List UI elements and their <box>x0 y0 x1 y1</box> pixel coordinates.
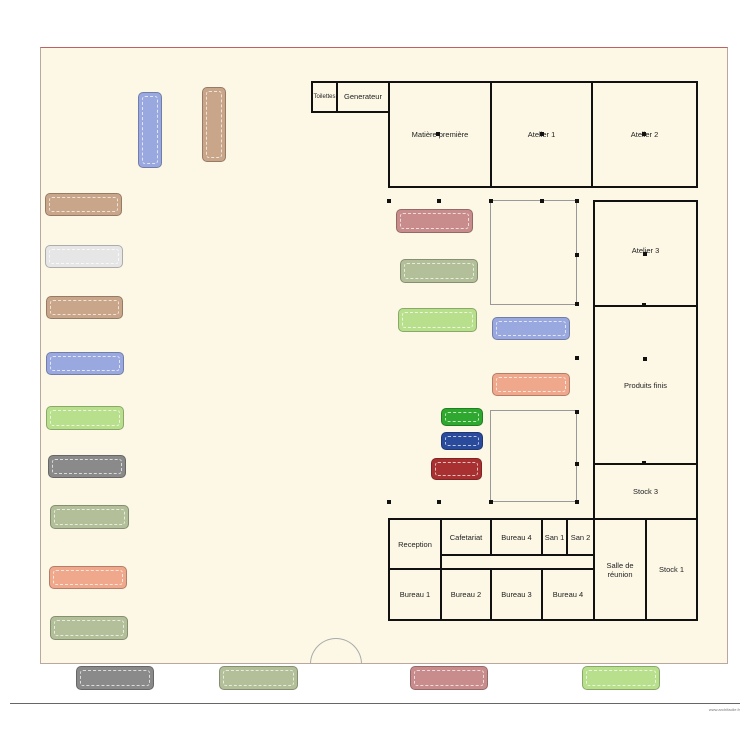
room-label: Matière première <box>411 130 469 139</box>
pillar-marker <box>489 500 493 504</box>
bus-icon <box>582 666 660 690</box>
pillar-marker <box>387 500 391 504</box>
pillar-marker <box>540 199 544 203</box>
bus-icon <box>138 92 162 168</box>
room-label: Reception <box>398 539 432 549</box>
room-label: San 2 <box>570 532 591 542</box>
room-label: Produits finis <box>624 380 667 390</box>
parking-bay <box>490 200 577 305</box>
pillar-marker <box>575 356 579 360</box>
room-stock-3[interactable]: Stock 3 <box>593 463 698 520</box>
room-san-1[interactable]: San 1 <box>541 518 568 556</box>
room-reception[interactable]: Reception <box>388 518 442 570</box>
bus-icon <box>48 455 126 478</box>
pillar-marker <box>575 410 579 414</box>
pillar-marker <box>436 132 440 136</box>
room-generateur[interactable]: Generateur <box>336 81 390 113</box>
room-cafetariat[interactable]: Cafetariat <box>440 518 492 556</box>
bus-icon <box>396 209 473 233</box>
room-bureau-1[interactable]: Bureau 1 <box>388 568 442 621</box>
pillar-marker <box>575 253 579 257</box>
bus-icon <box>219 666 298 690</box>
room-bureau-4-bottom[interactable]: Bureau 4 <box>541 568 595 621</box>
room-bureau-3[interactable]: Bureau 3 <box>490 568 543 621</box>
parking-bay <box>490 410 577 502</box>
pillar-marker <box>643 357 647 361</box>
room-label: Stock 1 <box>658 565 684 574</box>
pillar-marker <box>642 461 646 465</box>
pillar-marker <box>575 462 579 466</box>
pillar-marker <box>642 132 646 136</box>
bus-icon <box>492 373 570 396</box>
bus-icon <box>46 296 123 319</box>
room-salle-de-reunion[interactable]: Salle de réunion <box>593 518 647 621</box>
bus-icon <box>50 505 129 529</box>
room-label: Bureau 4 <box>501 532 532 542</box>
bus-icon <box>400 259 478 283</box>
bus-icon <box>492 317 570 340</box>
bus-icon <box>45 193 122 216</box>
room-bureau-2[interactable]: Bureau 2 <box>440 568 492 621</box>
car-icon <box>441 432 483 450</box>
room-label: Generateur <box>344 92 382 101</box>
room-label: San 1 <box>544 532 565 542</box>
room-label: Bureau 3 <box>501 590 532 599</box>
room-label: Cafetariat <box>449 532 483 542</box>
room-stock-1[interactable]: Stock 1 <box>645 518 698 621</box>
room-san-2[interactable]: San 2 <box>566 518 595 556</box>
pillar-marker <box>575 199 579 203</box>
pillar-marker <box>643 252 647 256</box>
room-toilettes[interactable]: Toilettes <box>311 81 338 113</box>
pillar-marker <box>575 500 579 504</box>
bus-icon <box>398 308 477 332</box>
room-matiere-premiere[interactable]: Matière première <box>388 81 492 188</box>
bus-icon <box>76 666 154 690</box>
pillar-marker <box>642 303 646 307</box>
pillar-marker <box>489 199 493 203</box>
room-label: Atelier 3 <box>631 246 660 255</box>
room-label: Toilettes <box>313 94 336 100</box>
room-label: Bureau 2 <box>450 590 482 599</box>
bus-icon <box>46 406 124 430</box>
room-bureau-4-top[interactable]: Bureau 4 <box>490 518 543 556</box>
bus-icon <box>45 245 123 268</box>
pillar-marker <box>575 302 579 306</box>
watermark: www.archifacile.fr <box>708 707 740 712</box>
pillar-marker <box>540 132 544 136</box>
car-icon <box>431 458 482 480</box>
ground-line <box>10 703 740 704</box>
pillar-marker <box>437 199 441 203</box>
pillar-marker <box>437 500 441 504</box>
room-label: Bureau 4 <box>552 590 584 599</box>
room-label: Bureau 1 <box>399 590 431 599</box>
bus-icon <box>410 666 488 690</box>
bus-icon <box>46 352 124 375</box>
room-produits-finis[interactable]: Produits finis <box>593 305 698 465</box>
room-label: Salle de réunion <box>606 560 634 579</box>
room-label: Stock 3 <box>632 487 658 496</box>
car-icon <box>441 408 483 426</box>
bus-icon <box>50 616 128 640</box>
bus-icon <box>49 566 127 589</box>
bus-icon <box>202 87 226 162</box>
pillar-marker <box>387 199 391 203</box>
